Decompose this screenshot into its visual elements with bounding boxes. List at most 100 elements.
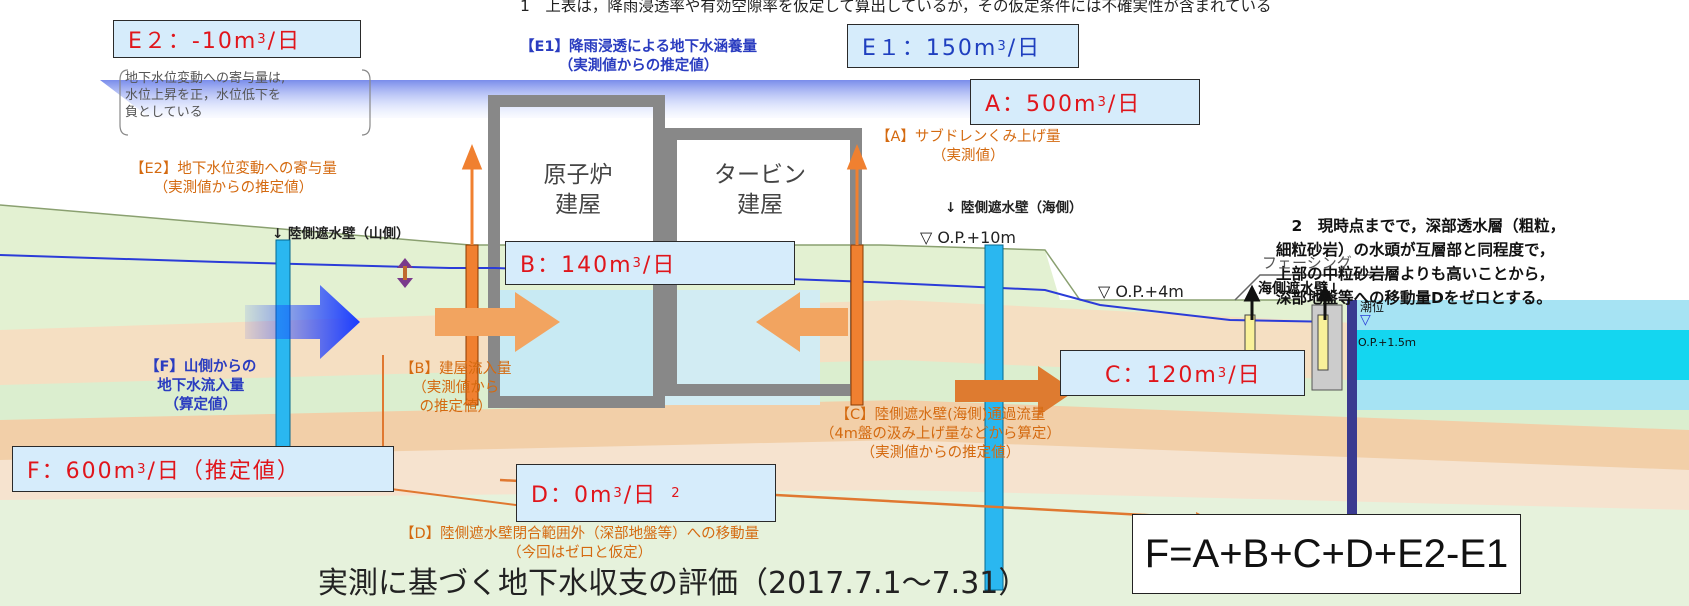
turbine-label-line: 建屋 bbox=[737, 192, 783, 218]
A-value: A：500m bbox=[985, 92, 1098, 117]
note-2-line: 2 現時点までで，深部透水層（粗粒， bbox=[1276, 217, 1566, 235]
facing-leader bbox=[1234, 274, 1395, 301]
note-bracket-left bbox=[119, 69, 129, 136]
mountain-inflow-arrow bbox=[245, 285, 360, 359]
legend-note-line: 地下水位変動への寄与量は, bbox=[125, 71, 286, 86]
C-description: 【C】陸側遮水壁(海側)通過流量 （4m盤の汲み上げ量などから算定） （実測値か… bbox=[820, 406, 1061, 463]
landside-wall-mountain-label: ↓ 陸側遮水壁（山側） bbox=[272, 226, 410, 242]
reactor-label-line: 原子炉 bbox=[543, 162, 613, 188]
landside-wall-sea-label: ↓ 陸側遮水壁（海側） bbox=[945, 200, 1083, 216]
A-desc-line: （実測値） bbox=[932, 148, 1005, 164]
superscript: 3 bbox=[1217, 365, 1229, 381]
seaside-passage-arrow bbox=[955, 366, 1075, 416]
D-desc-line: 【D】陸側遮水壁閉合範囲外（深部地盤等）への移動量 bbox=[400, 526, 760, 542]
building-inflow-arrow-left bbox=[435, 292, 560, 352]
B-desc-line: の推定値） bbox=[419, 399, 492, 415]
D-desc-line: （今回はゼロと仮定） bbox=[507, 545, 653, 561]
A-description: 【A】サブドレンくみ上げ量 （実測値） bbox=[876, 128, 1061, 166]
reactor-label-line: 建屋 bbox=[555, 192, 601, 218]
E2-value: E２：-10m bbox=[128, 29, 258, 54]
C-value: C：120m bbox=[1105, 363, 1218, 388]
E2-desc-line: （実測値からの推定値） bbox=[153, 180, 314, 196]
E1-unit: /日 bbox=[1007, 36, 1042, 61]
note-2-line: 深部地盤等への移動量Dをゼロとする。 bbox=[1276, 289, 1552, 307]
E2-description: 【E2】地下水位変動への寄与量 （実測値からの推定値） bbox=[130, 160, 337, 198]
E2-unit: /日 bbox=[267, 29, 302, 54]
superscript: 3 bbox=[1097, 94, 1108, 110]
op15-label: O.P.+1.5ｍ bbox=[1358, 336, 1416, 349]
groundwater-level-line bbox=[0, 254, 1341, 323]
F-description: 【F】山側からの 地下水流入量 （算定値） bbox=[145, 358, 256, 415]
turbine-building-label: タービン 建屋 bbox=[700, 160, 820, 220]
tide-label: 潮位 bbox=[1360, 300, 1385, 314]
legend-note-line: 水位上昇を正，水位低下を bbox=[125, 88, 282, 103]
D-footnote: 2 bbox=[671, 485, 682, 501]
seaside-wall-label: 海側遮水壁↓ bbox=[1258, 281, 1340, 297]
D-unit: /日 bbox=[623, 483, 658, 508]
subdrain-well-right bbox=[850, 244, 864, 406]
A-unit: /日 bbox=[1107, 92, 1142, 117]
facing-label: フェーシング bbox=[1262, 254, 1352, 272]
note-2-line: 上部の中粒砂岩層よりも高いことから， bbox=[1276, 265, 1555, 283]
water-level-change-stem bbox=[403, 266, 407, 280]
D-description: 【D】陸側遮水壁閉合範囲外（深部地盤等）への移動量 （今回はゼロと仮定） bbox=[400, 525, 759, 563]
landside-wall-sea bbox=[984, 244, 1004, 591]
E1-desc-line: 【E1】降雨浸透による地下水涵養量 bbox=[520, 39, 758, 55]
ground-surface-line bbox=[0, 204, 1300, 301]
C-desc-line: （実測値からの推定値） bbox=[860, 445, 1021, 461]
facing-arrow-2 bbox=[1316, 284, 1334, 320]
superscript: 3 bbox=[613, 485, 624, 501]
superscript: 3 bbox=[257, 31, 268, 47]
superscript: 3 bbox=[997, 38, 1008, 54]
note-2-line: 細粒砂岩）の水頭が互層部と同程度で， bbox=[1276, 241, 1555, 259]
E1-description: 【E1】降雨浸透による地下水涵養量 （実測値からの推定値） bbox=[520, 38, 757, 76]
note-2: 2 現時点までで，深部透水層（粗粒， 細粒砂岩）の水頭が互層部と同程度で， 上部… bbox=[1276, 214, 1565, 310]
A-desc-line: 【A】サブドレンくみ上げ量 bbox=[876, 129, 1061, 145]
tide-marker-icon: ▽ bbox=[1360, 312, 1371, 328]
E1-desc-line: （実測値からの推定値） bbox=[558, 58, 719, 74]
E1-value: E１：150m bbox=[862, 36, 998, 61]
F-desc-line: 地下水流入量 bbox=[157, 378, 245, 394]
turbine-label-line: タービン bbox=[714, 162, 806, 188]
E2-desc-line: 【E2】地下水位変動への寄与量 bbox=[130, 161, 337, 177]
superscript: 3 bbox=[632, 255, 643, 271]
D-value: D：0m bbox=[531, 483, 614, 508]
reactor-building-label: 原子炉 建屋 bbox=[528, 160, 628, 220]
page-title: 実測に基づく地下水収支の評価（2017.7.1～7.31） bbox=[318, 566, 1029, 601]
superscript: 3 bbox=[137, 461, 148, 477]
B-unit: /日 bbox=[642, 253, 677, 278]
well-point-2 bbox=[1317, 314, 1329, 371]
building-inflow-arrow-right bbox=[756, 292, 848, 352]
facing-arrow-1 bbox=[1243, 284, 1261, 320]
op4-label: ▽ O.P.+4m bbox=[1098, 282, 1184, 301]
note-bracket-right bbox=[361, 69, 371, 136]
pumping-arrow-right bbox=[846, 143, 868, 245]
water-level-change-arrow bbox=[397, 258, 413, 288]
F-desc-line: 【F】山側からの bbox=[145, 359, 257, 375]
note-1: 1 上表は，降雨浸透率や有効空隙率を仮定して算出しているが，その仮定条件には不確… bbox=[520, 0, 1272, 15]
C-unit: /日 bbox=[1228, 363, 1262, 388]
B-value: B：140m bbox=[520, 253, 633, 278]
F-value: F：600m bbox=[27, 459, 138, 484]
legend-note: 地下水位変動への寄与量は, 水位上昇を正，水位低下を 負としている bbox=[125, 70, 285, 121]
B-desc-line: 【B】建屋流入量 bbox=[400, 361, 512, 377]
F-unit: /日（推定値） bbox=[147, 459, 301, 484]
C-desc-line: 【C】陸側遮水壁(海側)通過流量 bbox=[835, 407, 1046, 423]
balance-equation: F=A+B+C+D+E2-E1 bbox=[1132, 514, 1521, 594]
B-description: 【B】建屋流入量 （実測値から の推定値） bbox=[400, 360, 511, 417]
seaside-wall bbox=[1347, 300, 1357, 525]
sea-water bbox=[1355, 330, 1689, 380]
legend-note-line: 負としている bbox=[125, 105, 203, 120]
F-desc-line: （算定値） bbox=[164, 397, 237, 413]
op10-label: ▽ O.P.+10m bbox=[920, 228, 1017, 247]
pumping-arrow-left bbox=[461, 143, 483, 245]
